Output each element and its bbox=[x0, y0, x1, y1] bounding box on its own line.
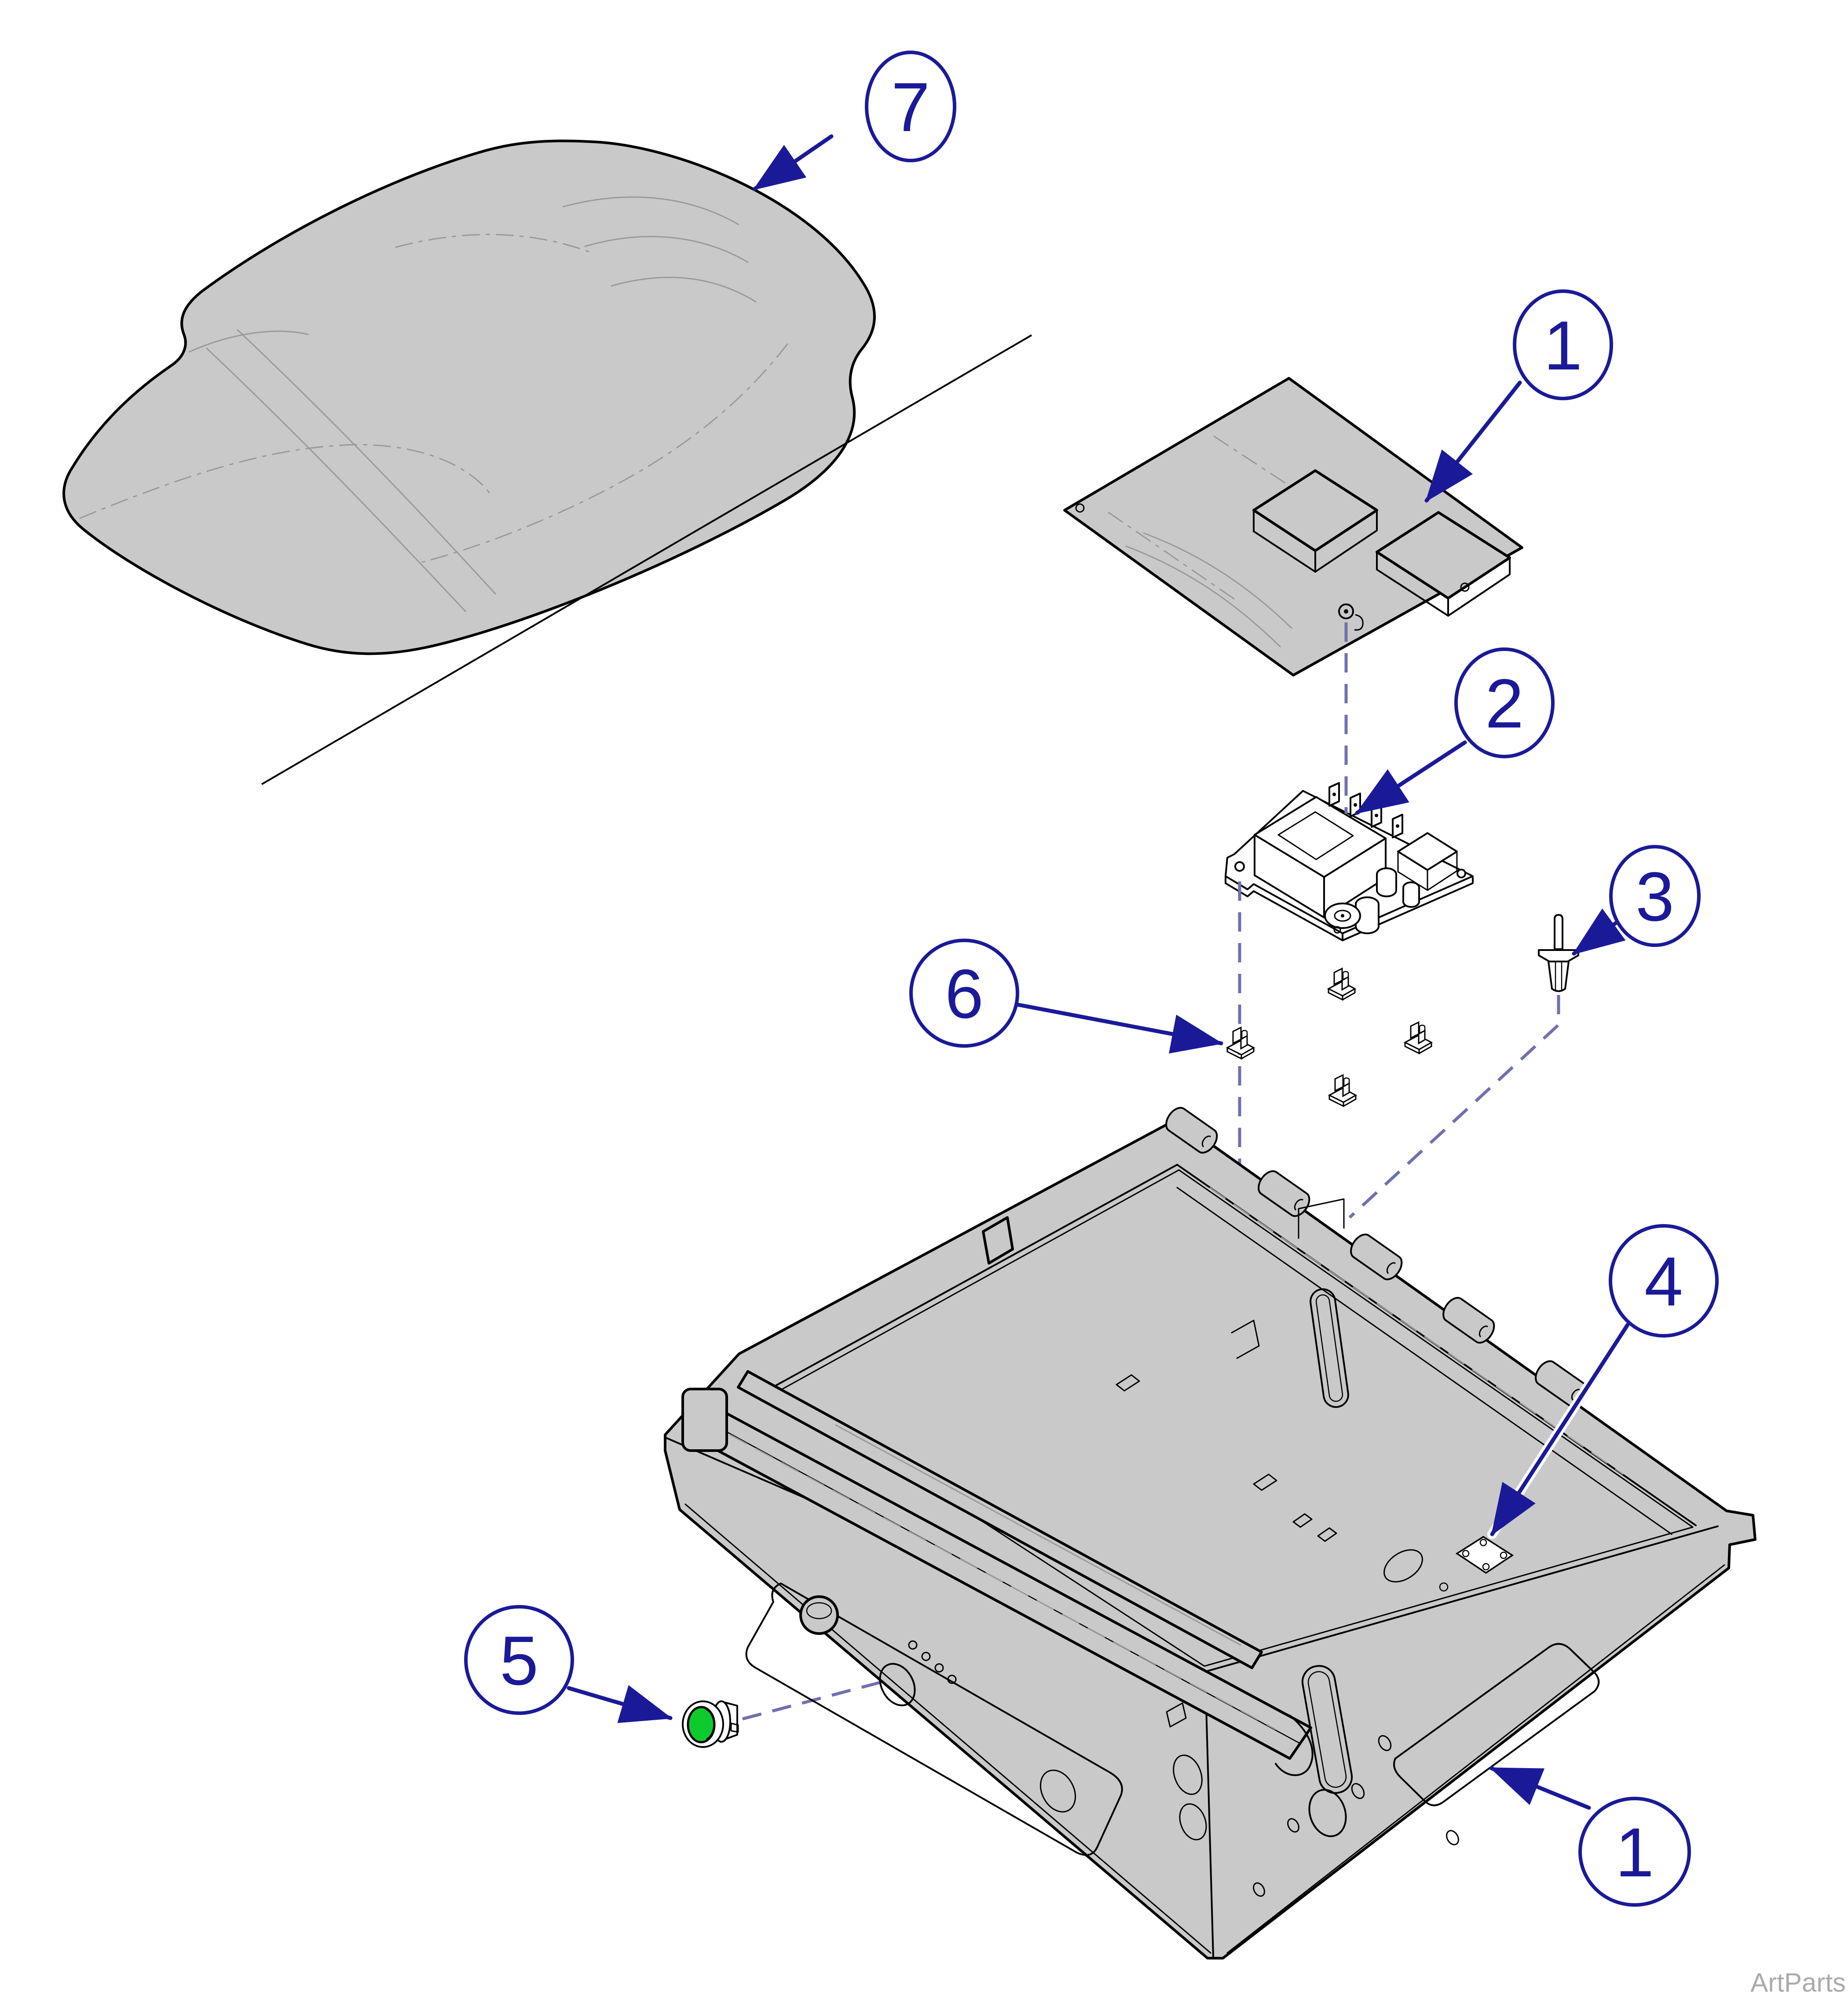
callout-5-label: 5 bbox=[500, 1622, 538, 1700]
cushion-seam bbox=[206, 347, 466, 612]
callout-7-label: 7 bbox=[891, 69, 930, 146]
cushion-seam bbox=[395, 234, 589, 252]
rim-tab bbox=[982, 1216, 1014, 1265]
callout-5: 5 bbox=[464, 1605, 673, 1723]
dashed-line-fastener bbox=[1348, 995, 1560, 1219]
seat-cushion bbox=[62, 139, 876, 655]
board-mount-hole bbox=[1234, 861, 1245, 872]
green-button-face bbox=[687, 1706, 716, 1744]
piezo bbox=[1324, 903, 1361, 929]
dome-cap bbox=[799, 1595, 839, 1635]
floor-details bbox=[835, 1198, 1423, 1646]
relay bbox=[1397, 832, 1458, 891]
capacitors bbox=[1355, 867, 1420, 934]
standoff-clip bbox=[1328, 968, 1356, 1001]
callout-1-bottom: 1 bbox=[1489, 1766, 1691, 1907]
callout-4-label: 4 bbox=[1644, 1243, 1683, 1320]
right-wall-details bbox=[1253, 1643, 1600, 1897]
cushion-seam bbox=[188, 330, 309, 353]
green-button bbox=[682, 1700, 739, 1748]
standoff-clip bbox=[1226, 1027, 1255, 1060]
watermark: ArtParts bbox=[1750, 1968, 1846, 1996]
divider-line bbox=[261, 334, 1032, 785]
left-wall-details bbox=[745, 1583, 1207, 1856]
callout-6-label: 6 bbox=[945, 955, 984, 1033]
access-plate bbox=[1439, 1535, 1514, 1592]
callout-1-top-label: 1 bbox=[1544, 307, 1582, 384]
cushion-seam bbox=[611, 277, 757, 303]
callout-7: 7 bbox=[752, 51, 956, 191]
push-in-fastener bbox=[1538, 914, 1579, 992]
standoff-clip bbox=[1328, 1074, 1357, 1107]
standoff-clip bbox=[1404, 1021, 1432, 1054]
cushion-seam bbox=[237, 329, 496, 595]
cushion-seam bbox=[421, 343, 788, 563]
button-hole bbox=[879, 1663, 916, 1707]
seat-chassis bbox=[664, 1103, 1757, 1959]
transformer bbox=[1254, 796, 1387, 918]
cushion-seam bbox=[584, 236, 749, 263]
board-hole bbox=[1333, 926, 1341, 934]
cover-hole bbox=[1460, 582, 1470, 592]
standoff-clips bbox=[1226, 968, 1432, 1107]
callout-2-label: 2 bbox=[1485, 665, 1524, 742]
front-rail-beam bbox=[681, 1370, 1314, 1776]
callouts: 7 1 2 3 6 4 bbox=[464, 51, 1719, 1907]
callout-6: 6 bbox=[909, 939, 1223, 1054]
cover-boss bbox=[1252, 469, 1378, 573]
callout-1-top: 1 bbox=[1424, 289, 1613, 503]
cushion-seam bbox=[562, 196, 739, 225]
cover-screw bbox=[1338, 603, 1354, 619]
cover-hole bbox=[1075, 503, 1085, 513]
callout-4: 4 bbox=[1487, 1224, 1719, 1539]
cover-pan bbox=[1063, 377, 1523, 676]
callout-3: 3 bbox=[1572, 845, 1701, 956]
callout-1-bottom-label: 1 bbox=[1615, 1814, 1654, 1891]
callout-2: 2 bbox=[1355, 647, 1555, 815]
dashed-line-button bbox=[742, 1678, 889, 1721]
board-mount-hole bbox=[1456, 869, 1466, 878]
callout-3-label: 3 bbox=[1636, 858, 1674, 936]
cover-bar bbox=[1376, 511, 1511, 617]
power-board bbox=[1225, 782, 1474, 941]
